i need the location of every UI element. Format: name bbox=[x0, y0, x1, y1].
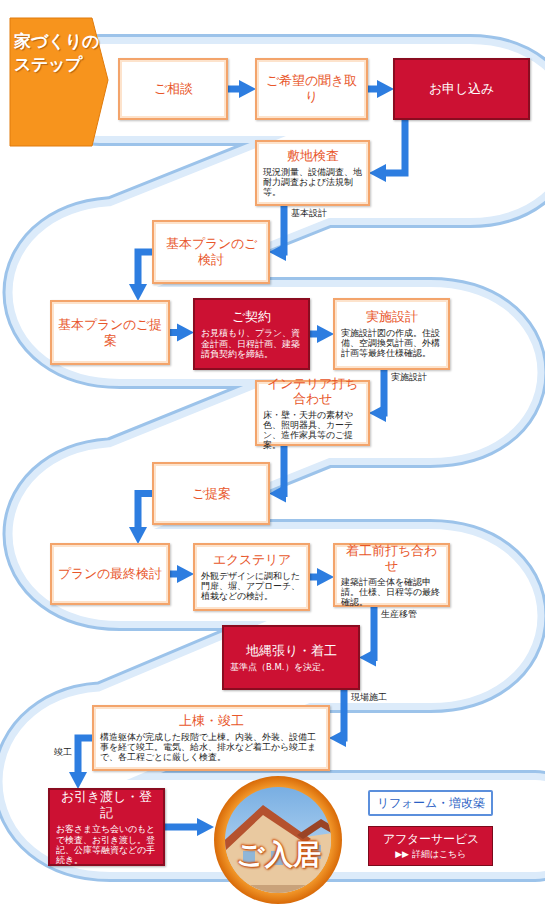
step-heading: お引き渡し・登記 bbox=[56, 789, 157, 822]
step-description: ▶▶ 詳細はこちら bbox=[373, 849, 488, 860]
flow-arrow bbox=[310, 574, 325, 581]
process-box: 着工前打ち合わせ建築計画全体を確認申請。仕様、日程等の最終確認。 bbox=[333, 543, 450, 607]
flow-arrow bbox=[338, 690, 344, 738]
edge-label: 基本設計 bbox=[291, 207, 327, 220]
flow-arrow bbox=[378, 370, 384, 413]
step-heading: ご提案 bbox=[160, 486, 262, 502]
link-button: アフターサービス ▶▶ 詳細はこちら bbox=[368, 826, 493, 866]
link-button: リフォーム・増改築 bbox=[368, 790, 493, 816]
edge-label: 現場施工 bbox=[351, 691, 387, 704]
flow-arrow bbox=[170, 571, 185, 578]
step-heading: 基本プランのご提案 bbox=[58, 317, 162, 348]
flow-arrow bbox=[310, 331, 325, 338]
step-heading: プランの最終検討 bbox=[58, 566, 162, 582]
step-heading: ご契約 bbox=[201, 309, 302, 325]
step-heading: ご希望の聞き取り bbox=[263, 73, 360, 104]
step-heading: リフォーム・増改築 bbox=[374, 796, 487, 811]
snake-band-fill bbox=[49, 90, 536, 826]
process-box: 上棟・竣工構造躯体が完成した段階で上棟。内装、外装、設備工事を経て竣工。電気、給… bbox=[92, 705, 330, 771]
step-heading: インテリア打ち合わせ bbox=[263, 376, 362, 407]
flow-arrow bbox=[368, 86, 385, 93]
step-heading: 上棟・竣工 bbox=[100, 713, 322, 729]
snake-band-shade bbox=[49, 90, 536, 826]
process-box: ご希望の聞き取り bbox=[255, 58, 368, 120]
highlight-box: お申し込み bbox=[393, 58, 530, 120]
step-description: 基準点（B.M.）を決定。 bbox=[230, 662, 352, 672]
highlight-box: 地縄張り・着工基準点（B.M.）を決定。 bbox=[222, 625, 360, 690]
process-box: 基本プランのご提案 bbox=[50, 300, 170, 365]
house-photo bbox=[213, 775, 343, 905]
step-heading: ご相談 bbox=[126, 81, 220, 97]
title-tab bbox=[10, 18, 108, 146]
step-description: お客さま立ち会いのもとで検査、お引き渡し。登記、公庫等融資などの手続き。 bbox=[56, 824, 157, 865]
flow-arrow bbox=[138, 494, 152, 536]
process-box: 敷地検査現況測量、設備調査、地耐力調査および法規制等。 bbox=[255, 140, 370, 206]
flow-arrow bbox=[165, 824, 205, 831]
flow-arrow bbox=[278, 206, 284, 252]
process-box: 基本プランのご検討 bbox=[152, 220, 270, 284]
snake-band-outline bbox=[49, 90, 536, 826]
goal-ring bbox=[214, 776, 342, 904]
process-box: 実施設計実施設計図の作成。住設備、空調換気計画、外構計画等最終仕様確認。 bbox=[333, 298, 450, 370]
flow-arrow bbox=[278, 446, 284, 494]
diagram-title: 家づくりの ステップ bbox=[14, 30, 100, 76]
process-box: ご相談 bbox=[118, 58, 228, 120]
goal-circle: ご入居 bbox=[213, 775, 343, 905]
step-description: 建築計画全体を確認申請。仕様、日程等の最終確認。 bbox=[341, 577, 442, 608]
highlight-box: お引き渡し・登記お客さま立ち会いのもとで検査、お引き渡し。登記、公庫等融資などの… bbox=[48, 788, 165, 866]
step-heading: 基本プランのご検討 bbox=[160, 236, 262, 267]
edge-label: 竣工 bbox=[54, 746, 72, 759]
edge-label: 実施設計 bbox=[391, 371, 427, 384]
process-box: エクステリア外観デザインに調和した門扉、塀、アプローチ、植栽などの検討。 bbox=[193, 543, 310, 611]
step-heading: 地縄張り・着工 bbox=[230, 643, 352, 659]
process-box: プランの最終検討 bbox=[50, 543, 170, 605]
edge-label: 生産移管 bbox=[381, 608, 417, 621]
step-description: お見積もり、プラン、資金計画、日程計画、建築請負契約を締結。 bbox=[201, 328, 302, 359]
step-heading: 着工前打ち合わせ bbox=[341, 543, 442, 574]
flow-arrow bbox=[378, 120, 405, 173]
step-heading: 実施設計 bbox=[341, 309, 442, 325]
process-box: インテリア打ち合わせ床・壁・天井の素材や色、照明器具、カーテン、造作家具等のご提… bbox=[255, 380, 370, 446]
process-box: ご提案 bbox=[152, 462, 270, 525]
highlight-box: ご契約お見積もり、プラン、資金計画、日程計画、建築請負契約を締結。 bbox=[193, 298, 310, 370]
step-heading: エクステリア bbox=[201, 552, 302, 568]
step-heading: ご入居 bbox=[213, 837, 343, 872]
flow-arrow bbox=[78, 738, 92, 780]
step-description: 現況測量、設備調査、地耐力調査および法規制等。 bbox=[263, 167, 362, 198]
step-heading: 敷地検査 bbox=[263, 148, 362, 164]
step-description: 実施設計図の作成。住設備、空調換気計画、外構計画等最終仕様確認。 bbox=[341, 328, 442, 359]
step-description: 外観デザインに調和した門扉、塀、アプローチ、植栽などの検討。 bbox=[201, 571, 302, 602]
flow-arrow bbox=[170, 329, 185, 336]
flow-arrow bbox=[228, 86, 247, 93]
flow-arrow bbox=[138, 252, 152, 292]
step-heading: アフターサービス bbox=[373, 832, 488, 847]
flow-arrow bbox=[368, 607, 374, 658]
step-description: 床・壁・天井の素材や色、照明器具、カーテン、造作家具等のご提案。 bbox=[263, 410, 362, 451]
step-description: 構造躯体が完成した段階で上棟。内装、外装、設備工事を経て竣工。電気、給水、排水な… bbox=[100, 732, 322, 763]
step-heading: お申し込み bbox=[401, 81, 522, 97]
